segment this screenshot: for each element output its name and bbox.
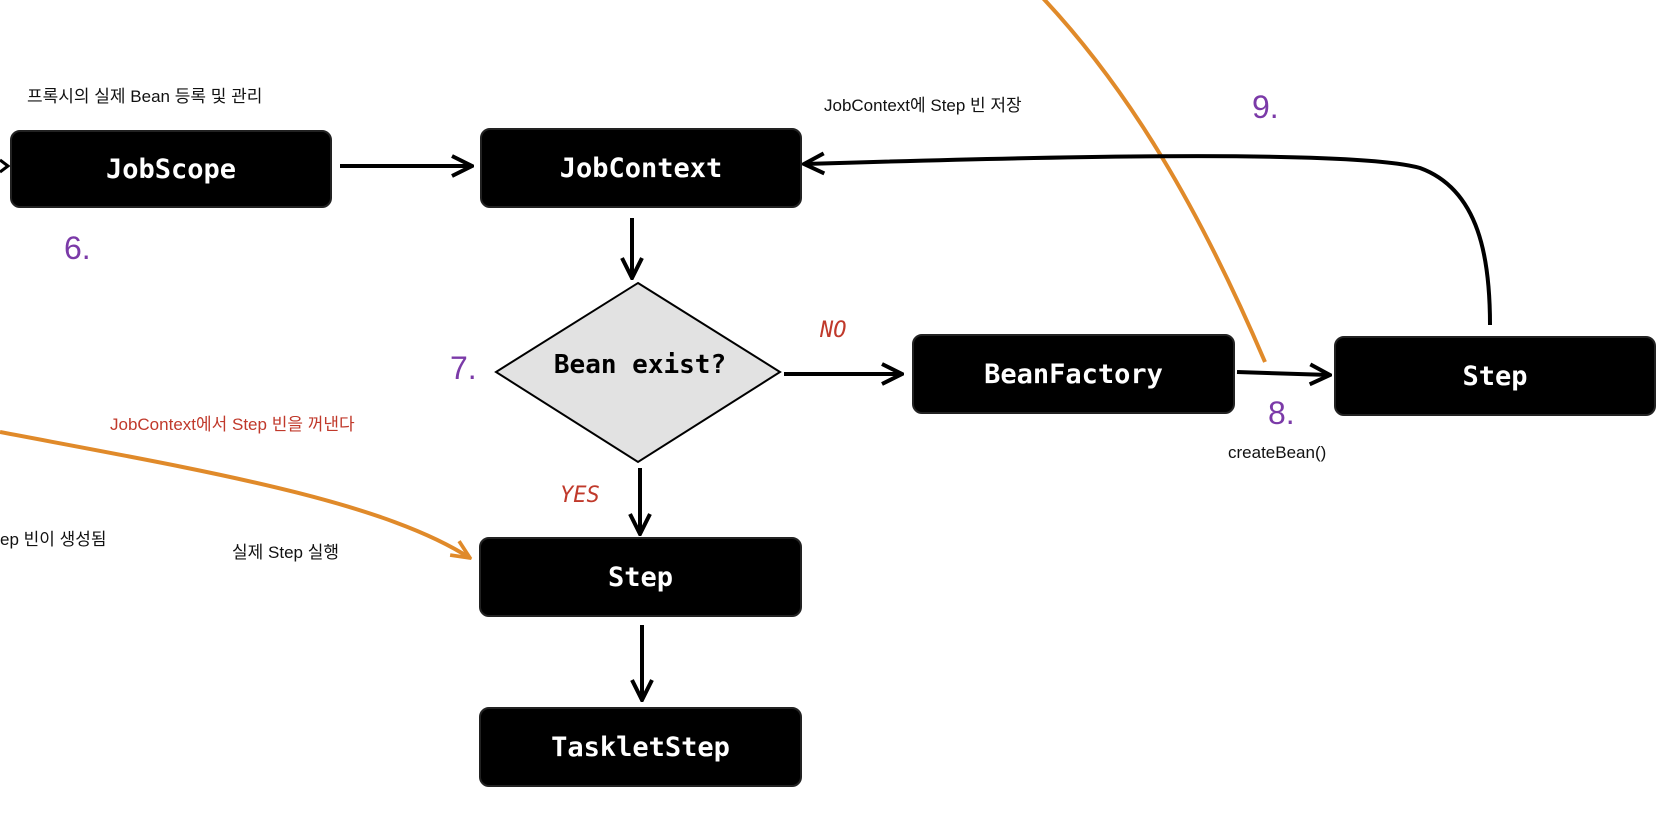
orange-connector-left (0, 430, 470, 558)
beanfactory-node: BeanFactory (912, 334, 1235, 414)
step-bean-created-label: ep 빈이 생성됨 (0, 530, 107, 549)
step-center-node: Step (479, 537, 802, 617)
jobcontext-node: JobContext (480, 128, 802, 208)
step-number-7: 7. (450, 350, 477, 386)
step-number-6: 6. (64, 230, 91, 266)
no-branch-label: NO (820, 318, 847, 343)
arrow-beanfactory-to-step (1236, 372, 1330, 375)
taskletstep-node: TaskletStep (479, 707, 802, 787)
store-step-bean-label: JobContext에 Step 빈 저장 (824, 96, 1022, 115)
arrow-step-to-jobcontext (804, 156, 1492, 326)
proxy-register-label: 프록시의 실제 Bean 등록 및 관리 (27, 87, 263, 106)
yes-branch-label: YES (560, 483, 600, 508)
step-right-node: Step (1334, 336, 1656, 416)
jobscope-incoming-arrow (0, 158, 11, 174)
decision-diamond (494, 281, 782, 464)
step-number-9: 9. (1252, 89, 1279, 125)
decision-label: Bean exist? (553, 350, 727, 380)
step-number-8: 8. (1268, 395, 1295, 431)
create-bean-label: createBean() (1228, 443, 1327, 462)
run-step-label: 실제 Step 실행 (232, 543, 339, 562)
jobscope-node: JobScope (10, 130, 332, 208)
get-step-bean-label: JobContext에서 Step 빈을 꺼낸다 (110, 415, 355, 434)
orange-connector-top (1041, 0, 1267, 363)
